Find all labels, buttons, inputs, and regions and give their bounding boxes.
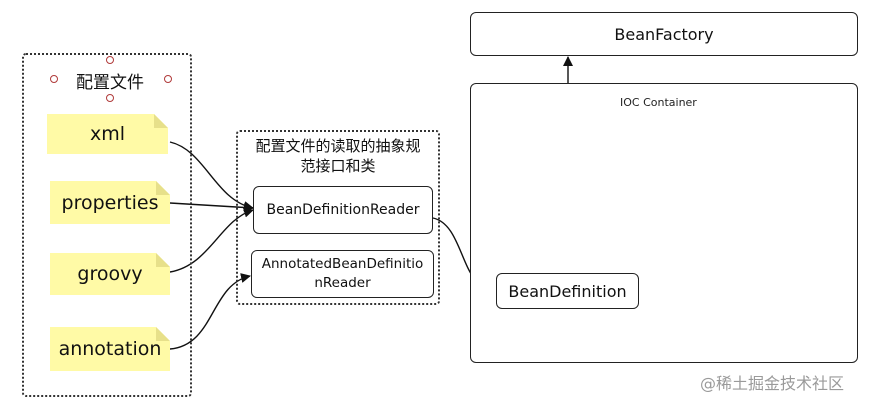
- resize-handle-left[interactable]: [50, 75, 58, 83]
- ioc-container-title: IOC Container: [620, 96, 697, 109]
- reader-group-title: 配置文件的读取的抽象规范接口和类: [255, 137, 421, 175]
- note-xml[interactable]: xml: [47, 114, 168, 154]
- watermark: @稀土掘金技术社区: [700, 374, 845, 393]
- connector-properties-to-reader: [169, 202, 254, 213]
- annotated-bean-definition-reader-box[interactable]: AnnotatedBeanDefinitionReader: [251, 250, 434, 298]
- resize-handle-bottom[interactable]: [106, 94, 114, 102]
- note-annotation-label: annotation: [58, 338, 162, 360]
- note-groovy-label: groovy: [77, 263, 143, 285]
- bean-definition-box[interactable]: BeanDefinition: [496, 273, 639, 309]
- bean-definition-reader-label: BeanDefinitionReader: [266, 202, 420, 218]
- bean-factory-box[interactable]: BeanFactory: [470, 12, 858, 56]
- config-group-title: 配置文件: [76, 72, 144, 93]
- note-groovy[interactable]: groovy: [50, 253, 170, 295]
- ioc-container-box[interactable]: [470, 83, 858, 363]
- note-properties[interactable]: properties: [50, 181, 170, 224]
- config-files-group: [22, 53, 192, 397]
- annotated-bean-definition-reader-label: AnnotatedBeanDefinitionReader: [261, 256, 424, 291]
- reader-group: [236, 130, 440, 305]
- note-properties-label: properties: [61, 191, 159, 214]
- bean-definition-label: BeanDefinition: [508, 281, 627, 301]
- bean-definition-reader-box[interactable]: BeanDefinitionReader: [253, 186, 433, 234]
- resize-handle-top[interactable]: [106, 56, 114, 64]
- bean-factory-label: BeanFactory: [614, 24, 714, 44]
- resize-handle-right[interactable]: [164, 75, 172, 83]
- connector-xml-to-reader: [169, 141, 254, 212]
- connector-groovy-to-reader: [169, 207, 254, 273]
- note-annotation[interactable]: annotation: [50, 327, 170, 371]
- note-xml-label: xml: [89, 123, 126, 145]
